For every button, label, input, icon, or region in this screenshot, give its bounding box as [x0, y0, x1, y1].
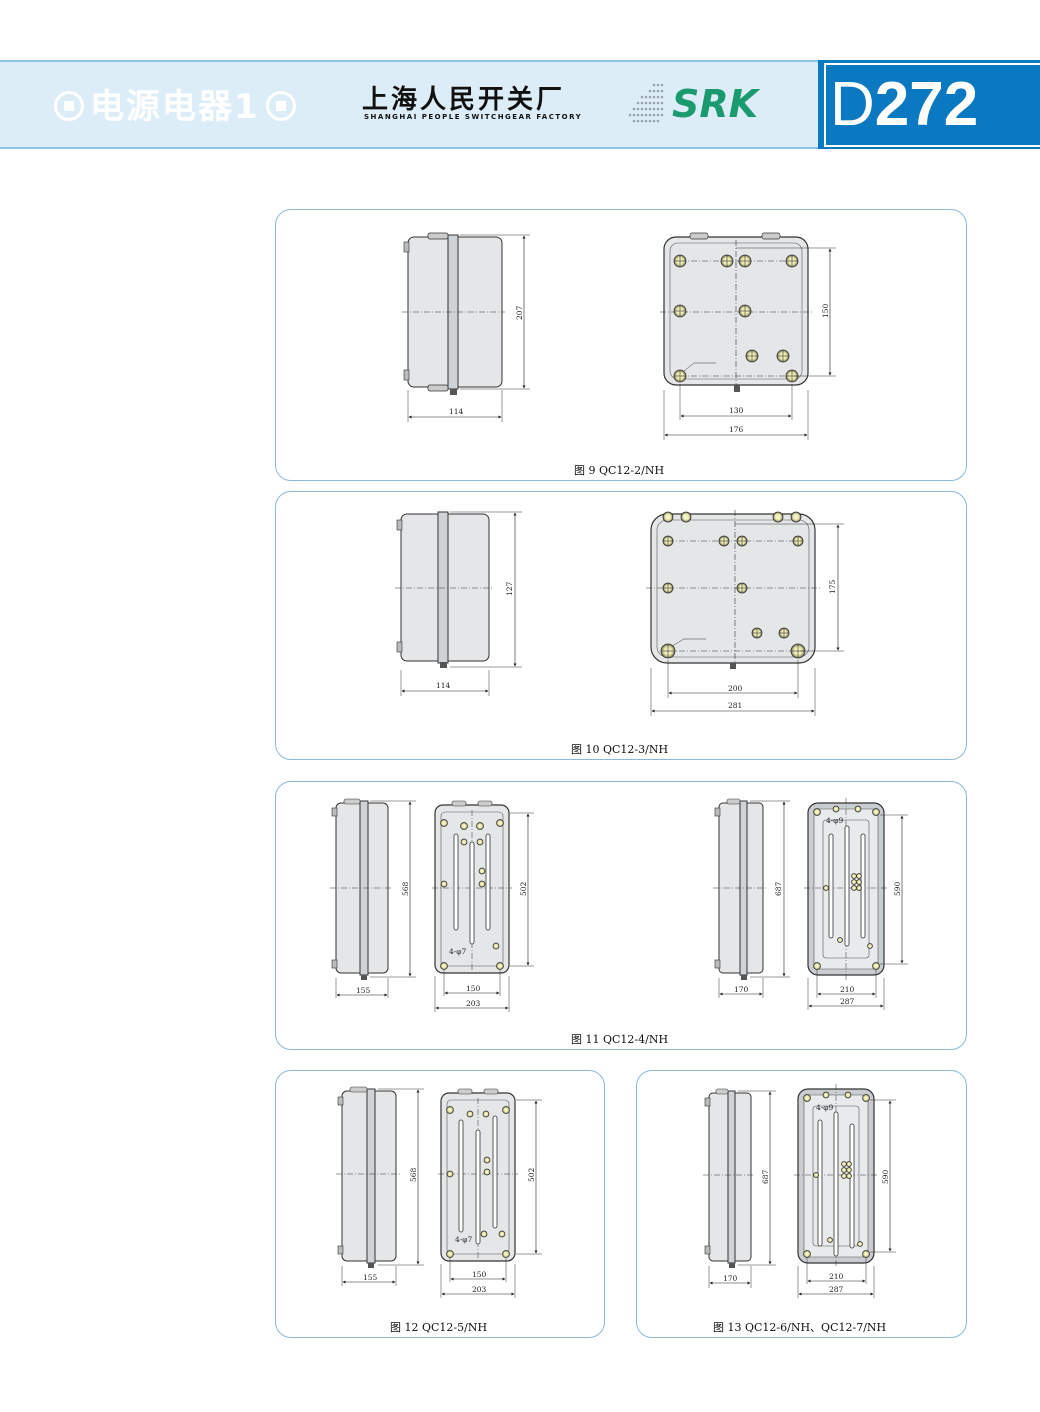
fig11-a-outer-width: 203	[466, 999, 481, 1008]
fig12-outer-width: 203	[472, 1285, 487, 1294]
fig11-a-side-width: 155	[356, 986, 371, 995]
fig10-side-height: 127	[505, 581, 514, 596]
fig9-side-height: 207	[515, 305, 524, 320]
page-header: 电源电器1 上海人民开关厂 SHANGHAI PEOPLE SWITCHGEAR…	[0, 57, 1040, 152]
page-number: D272	[830, 70, 979, 139]
fig9-front-height: 150	[821, 303, 830, 318]
fig9-inner-width: 130	[729, 406, 744, 415]
figure-11-left-drawing: 4-φ7	[330, 798, 534, 1012]
figure-10-panel	[275, 491, 967, 760]
fig13-outer-width: 287	[829, 1285, 844, 1294]
figure-12-drawing: 4-φ7	[336, 1086, 542, 1298]
fig13-front-height: 590	[881, 1169, 890, 1184]
fig10-outer-width: 281	[728, 701, 742, 710]
fig10-side-width: 114	[436, 681, 451, 690]
fig12-front-height: 502	[527, 1167, 536, 1182]
square-circle-icon	[54, 90, 84, 121]
category-title: 电源电器1	[48, 79, 302, 128]
figure-13-caption: 图 13 QC12-6/NH、QC12-7/NH	[713, 1321, 887, 1334]
fig11-b-inner-width: 210	[840, 985, 855, 994]
fig11-b-front-height: 590	[893, 881, 902, 896]
header-band	[0, 60, 818, 149]
factory-name-cn: 上海人民开关厂	[362, 85, 566, 115]
fig11-b-side-width: 170	[734, 985, 749, 994]
figure-9-drawing	[402, 232, 836, 440]
page-number-frame	[824, 63, 1040, 147]
square-circle-icon	[265, 90, 296, 121]
fig9-outer-width: 176	[729, 425, 744, 434]
figure-11-right-drawing: 4-φ9	[713, 798, 908, 1010]
fig13-side-width: 170	[723, 1274, 738, 1283]
fig11-a-inner-width: 150	[466, 984, 481, 993]
figure-10-caption: 图 10 QC12-3/NH	[571, 743, 669, 756]
fig12-inner-width: 150	[472, 1270, 487, 1279]
fig11-b-outer-width: 287	[840, 997, 855, 1006]
fig13-hole-label: 4-φ9	[816, 1103, 834, 1112]
fig11-b-hole-label: 4-φ9	[826, 816, 844, 825]
dot-pattern-icon	[628, 83, 664, 123]
figure-11-caption: 图 11 QC12-4/NH	[571, 1033, 669, 1046]
fig11-a-side-height: 568	[401, 881, 410, 896]
fig10-front-height: 175	[828, 579, 837, 594]
factory-name-en: SHANGHAI PEOPLE SWITCHGEAR FACTORY	[364, 113, 583, 121]
fig11-b-side-height: 687	[774, 881, 783, 896]
fig13-side-height: 687	[761, 1169, 770, 1184]
figure-12-caption: 图 12 QC12-5/NH	[390, 1321, 488, 1334]
brand-logo: SRK	[672, 82, 759, 126]
fig12-side-height: 568	[409, 1167, 418, 1182]
fig12-hole-label: 4-φ7	[455, 1235, 473, 1244]
fig9-side-width: 114	[449, 407, 464, 416]
figure-9-panel	[275, 209, 967, 481]
fig11-a-front-height: 502	[519, 881, 528, 896]
fig11-a-hole-label: 4-φ7	[449, 947, 467, 956]
figure-10-drawing	[395, 510, 844, 716]
fig12-side-width: 155	[363, 1273, 378, 1282]
page-number-block	[818, 60, 1040, 149]
figure-13-drawing: 4-φ9	[703, 1084, 896, 1298]
figure-9-caption: 图 9 QC12-2/NH	[574, 464, 665, 477]
fig10-inner-width: 200	[728, 684, 743, 693]
figure-12-panel	[275, 1070, 605, 1338]
fig13-inner-width: 210	[829, 1272, 844, 1281]
